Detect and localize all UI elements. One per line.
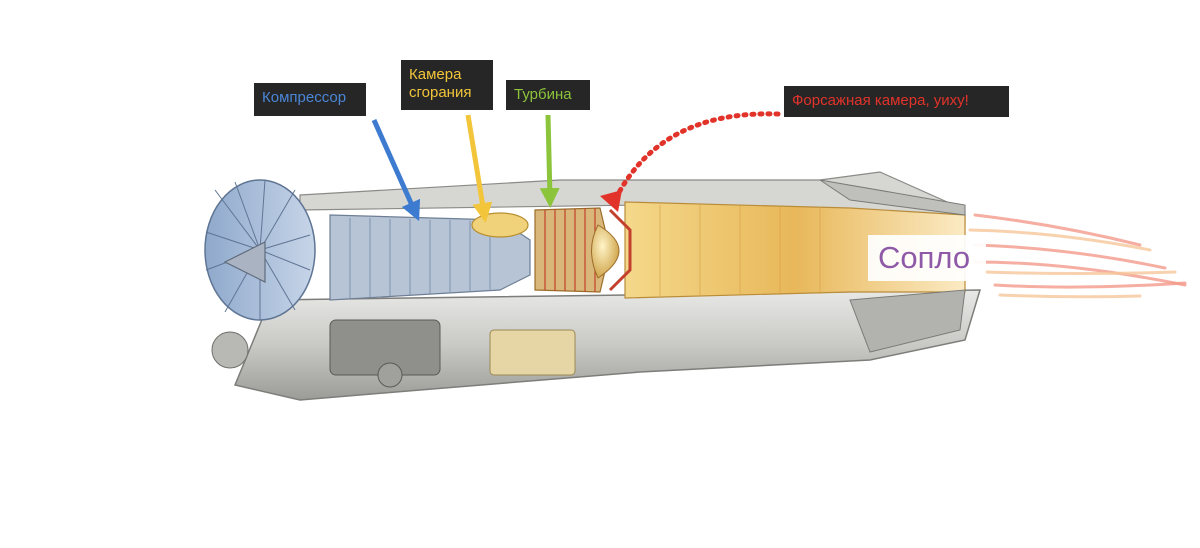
turbine-label: Турбина xyxy=(506,80,590,110)
exhaust-flame-scribble-icon xyxy=(968,213,1187,299)
afterburner-label: Форсажная камера, уиху! xyxy=(784,86,1009,117)
afterburner-dotted-curved-arrow-icon xyxy=(600,111,781,212)
nozzle-label: Сопло xyxy=(868,235,986,281)
compressor-arrow-icon xyxy=(371,118,421,222)
jet-engine-cutaway-icon xyxy=(204,171,982,401)
combustion-arrow-icon xyxy=(465,114,493,223)
turbine-arrow-icon xyxy=(539,114,560,208)
combustion-chamber-label: Камера сгорания xyxy=(401,60,493,110)
compressor-label: Компрессор xyxy=(254,83,366,116)
